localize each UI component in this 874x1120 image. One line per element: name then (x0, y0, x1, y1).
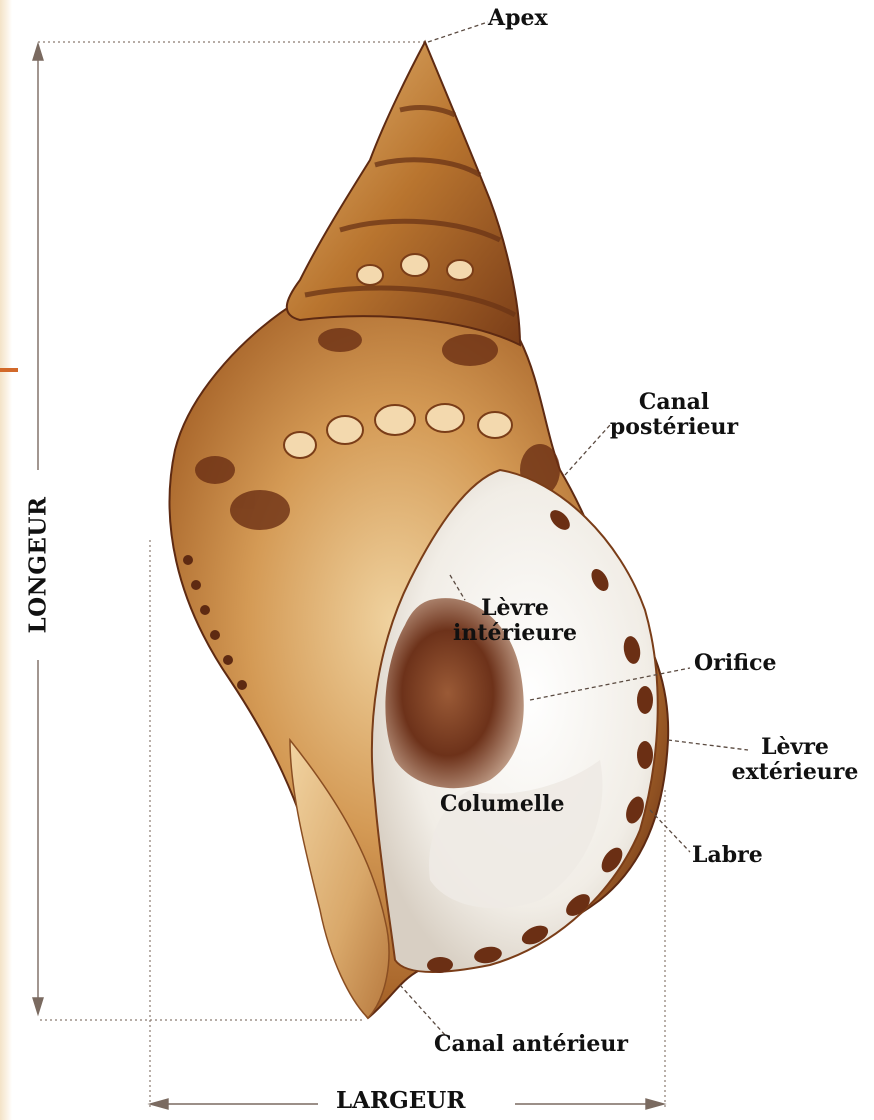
width-arrow-right-head (646, 1099, 664, 1109)
label-canal-posterieur-line2: postérieur (600, 415, 748, 440)
label-longeur-container: LONGEUR (13, 470, 63, 660)
label-levre-interieure: Lèvre intérieure (440, 596, 590, 647)
width-arrow-left-head (150, 1099, 168, 1109)
leader-labre (650, 810, 690, 852)
shell (170, 42, 669, 1018)
label-levre-exterieure-line2: extérieure (720, 760, 870, 785)
label-columelle: Columelle (440, 792, 565, 817)
leader-canal-anterieur (400, 985, 445, 1035)
label-levre-interieure-line1: Lèvre (440, 596, 590, 621)
label-largeur: LARGEUR (336, 1088, 465, 1114)
label-levre-interieure-line2: intérieure (440, 621, 590, 646)
label-apex: Apex (488, 6, 548, 31)
label-levre-exterieure: Lèvre extérieure (720, 735, 870, 786)
length-arrow-top-head (33, 44, 43, 60)
label-longeur: LONGEUR (25, 496, 52, 633)
shell-spire (287, 42, 520, 345)
label-labre: Labre (692, 843, 763, 868)
leader-apex (428, 22, 488, 42)
label-canal-anterieur: Canal antérieur (434, 1032, 628, 1057)
label-levre-exterieure-line1: Lèvre (720, 735, 870, 760)
label-canal-posterieur-line1: Canal (600, 390, 748, 415)
label-orifice: Orifice (694, 651, 777, 676)
length-arrow-bottom-head (33, 998, 43, 1014)
label-canal-posterieur: Canal postérieur (600, 390, 748, 441)
